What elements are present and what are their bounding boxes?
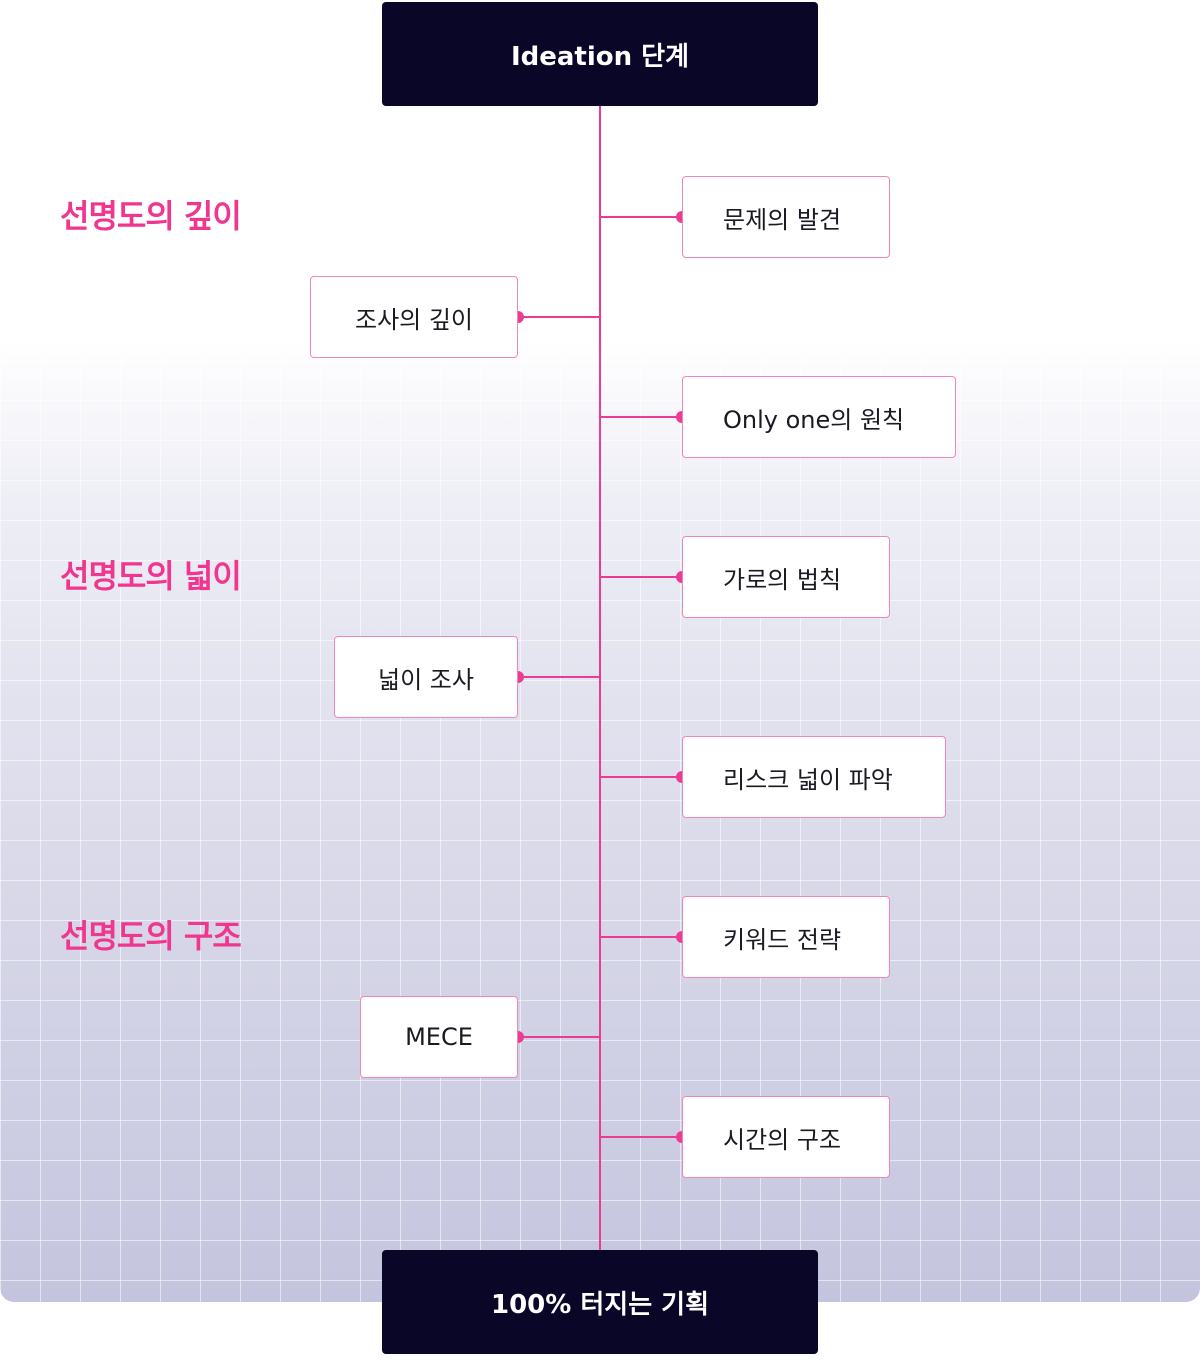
branch-connector	[601, 1136, 683, 1138]
node-horizontal-rule: 가로의 법칙	[682, 536, 890, 618]
timeline-stem	[599, 106, 601, 1250]
branch-connector	[518, 316, 599, 318]
end-terminal-label: 100% 터지는 기획	[490, 1289, 710, 1320]
node-risk-breadth: 리스크 넓이 파악	[682, 736, 946, 818]
node-breadth-research: 넓이 조사	[334, 636, 518, 718]
node-label: 리스크 넓이 파악	[723, 765, 893, 794]
node-label: 넓이 조사	[378, 665, 474, 694]
end-terminal: 100% 터지는 기획	[382, 1250, 818, 1354]
node-keyword-strategy: 키워드 전략	[682, 896, 890, 978]
node-mece: MECE	[360, 996, 518, 1078]
node-label: Only one의 원칙	[723, 405, 905, 434]
branch-connector	[518, 676, 599, 678]
node-label: 시간의 구조	[723, 1125, 842, 1154]
node-label: 조사의 깊이	[354, 305, 474, 334]
node-research-depth: 조사의 깊이	[310, 276, 518, 358]
section-title-depth: 선명도의 깊이	[60, 197, 242, 235]
section-title-structure: 선명도의 구조	[60, 917, 242, 955]
start-terminal-label: Ideation 단계	[510, 41, 690, 72]
node-only-one-principle: Only one의 원칙	[682, 376, 956, 458]
branch-connector	[518, 1036, 599, 1038]
branch-connector	[601, 776, 683, 778]
node-label: 문제의 발견	[723, 205, 842, 234]
branch-connector	[601, 936, 683, 938]
branch-connector	[601, 216, 683, 218]
node-time-structure: 시간의 구조	[682, 1096, 890, 1178]
node-label: 가로의 법칙	[723, 565, 842, 594]
node-label: 키워드 전략	[723, 925, 842, 954]
node-label: MECE	[405, 1023, 473, 1051]
node-problem-discovery: 문제의 발견	[682, 176, 890, 258]
branch-connector	[601, 416, 683, 418]
start-terminal: Ideation 단계	[382, 2, 818, 106]
branch-connector	[601, 576, 683, 578]
section-title-breadth: 선명도의 넓이	[60, 557, 242, 595]
